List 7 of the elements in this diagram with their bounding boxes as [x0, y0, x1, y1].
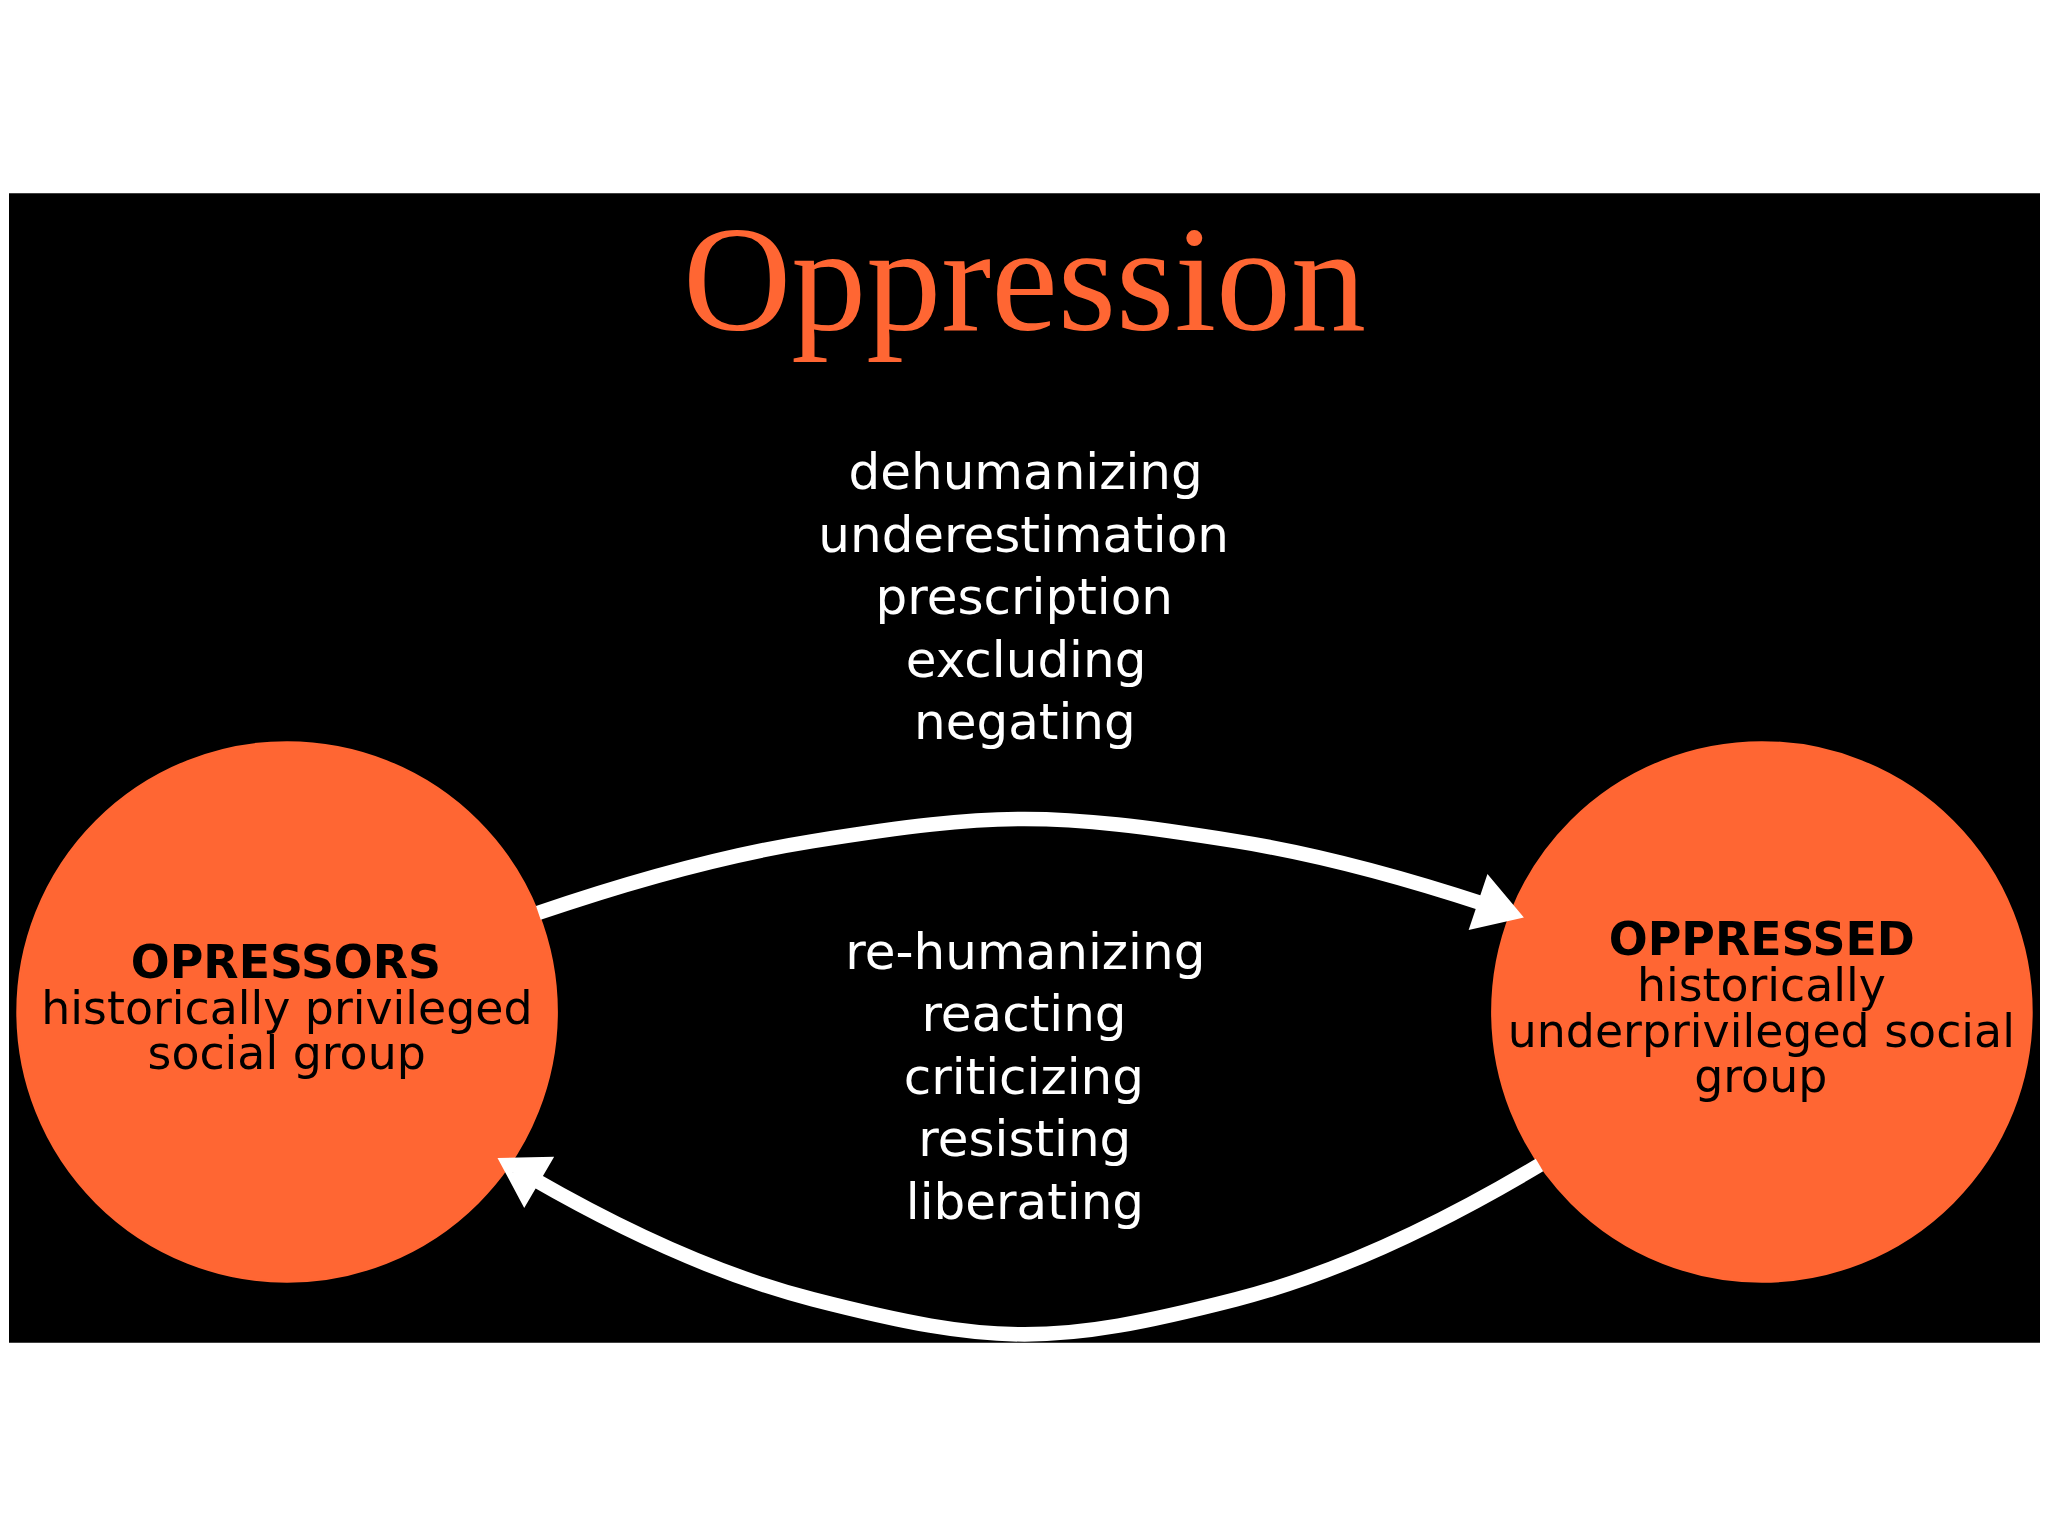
diagram-title: Oppression	[682, 195, 1366, 362]
arrow	[535, 811, 1524, 931]
node-circle: OPPRESSED historically underprivileged social group	[1490, 741, 2033, 1283]
node-circle: OPRESSORS historically privileged social group	[15, 741, 558, 1283]
arrow	[497, 1156, 1543, 1342]
edge-label: dehumanizing underestimation prescription excluding negating	[817, 443, 1229, 752]
edge-label: re-humanizing reacting criticizing resisting liberating	[844, 922, 1205, 1231]
